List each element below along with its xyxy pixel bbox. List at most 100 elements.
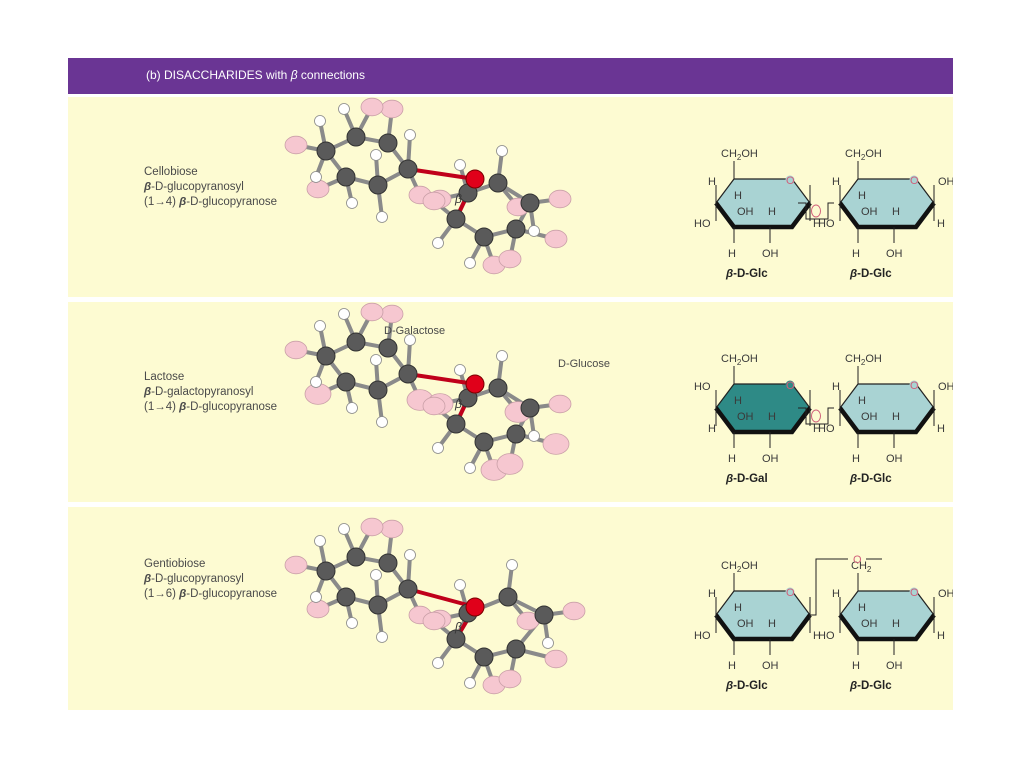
ch2-label: CH2 [851, 560, 872, 574]
hydrogen-atom [432, 442, 444, 454]
c4-down-label: HO [818, 218, 835, 230]
ch2oh-label: CH2OH [721, 148, 758, 162]
inner-oh-label: OH [737, 411, 754, 423]
atom-group [284, 302, 572, 481]
oxygen-atom [496, 453, 524, 475]
hydrogen-atom [346, 197, 358, 209]
inner-h-label: H [892, 206, 900, 218]
hydrogen-atom [314, 535, 326, 547]
inner-oh-label: OH [861, 206, 878, 218]
hydrogen-atom [432, 657, 444, 669]
carbon-atom [368, 380, 388, 400]
ring-caption-text: -D-Glc [857, 680, 892, 692]
ring-oxygen-gap [785, 587, 795, 597]
label-d-galactose: D-Galactose [384, 325, 446, 337]
ball-and-stick-model: β [284, 97, 572, 275]
carbon-atom [378, 553, 398, 573]
inner-h-label: H [734, 190, 742, 202]
ring-caption-text: -D-Glc [733, 268, 768, 280]
haworth-front-edge [714, 613, 812, 642]
hydrogen-atom [310, 171, 322, 183]
oxygen-atom [380, 519, 404, 539]
ch2oh-oh: OH [865, 148, 882, 160]
carbon-atom [488, 378, 508, 398]
haworth-front-edge [714, 406, 812, 435]
oxygen-atom [306, 179, 330, 199]
c1-down-label: H [813, 630, 821, 642]
glycosidic-oxygen [811, 409, 821, 423]
ch2oh-label: CH2OH [721, 353, 758, 367]
c3-down-label: H [728, 453, 736, 465]
carbon-atom [346, 332, 366, 352]
hydrogen-atom [528, 225, 540, 237]
ring-caption: β-D-Glc [725, 680, 768, 692]
panel-cellobiose: Cellobiose β-D-glucopyranosyl (1→4) β-D-… [68, 97, 953, 297]
glycosidic-linkage [798, 407, 834, 425]
c1-down-label: H [937, 630, 945, 642]
beta-symbol: β [454, 397, 462, 411]
header-bar: (b) DISACCHARIDES with β connections [68, 58, 953, 94]
c4-down-label: HO [818, 423, 835, 435]
ch2oh-ch: CH [721, 560, 737, 572]
c2-down-label: OH [762, 453, 779, 465]
ch2oh-oh: OH [741, 148, 758, 160]
oxygen-atom [380, 304, 404, 324]
inner-h-label: H [892, 618, 900, 630]
ring-oxygen-label: O [786, 175, 795, 187]
glycosidic-linkage-1-6 [810, 558, 848, 616]
carbon-atom [474, 432, 494, 452]
ring-oxygen-gap [785, 380, 795, 390]
oxygen-atom [306, 599, 330, 619]
carbon-atom [368, 175, 388, 195]
hydrogen-atom [464, 677, 476, 689]
oxygen-atom [548, 189, 572, 209]
beta-symbol: β [454, 192, 462, 206]
hydrogen-atom [454, 579, 466, 591]
hydrogen-atom [528, 430, 540, 442]
hydrogen-atom [496, 350, 508, 362]
hydrogen-atom [310, 591, 322, 603]
bond-group [294, 105, 562, 267]
header-title-beta: β [290, 68, 298, 82]
inner-h-label: H [734, 602, 742, 614]
carbon-atom [346, 127, 366, 147]
oxygen-atom [498, 249, 522, 269]
inner-oh-label: OH [737, 618, 754, 630]
glycosidic-bond [406, 167, 477, 181]
hydrogen-atom [432, 237, 444, 249]
ring-caption-text: -D-Gal [733, 473, 768, 485]
hydrogen-atom [314, 115, 326, 127]
c3-down-label: H [852, 660, 860, 672]
c2-down-label: OH [762, 248, 779, 260]
ch2oh-sub: 2 [861, 358, 866, 367]
oxygen-atom [360, 517, 384, 537]
ring-caption-text: -D-Glc [857, 473, 892, 485]
carbon-atom [446, 414, 466, 434]
carbon-atom [506, 639, 526, 659]
hydrogen-atom [338, 308, 350, 320]
ring-oxygen-label: O [910, 175, 919, 187]
hydrogen-atom [496, 145, 508, 157]
hydrogen-atom [454, 159, 466, 171]
carbon-atom [520, 398, 540, 418]
systematic-name-line1: β-D-galactopyranosyl [144, 386, 254, 398]
ch2oh-sub: 2 [737, 358, 742, 367]
c4-down-label: HO [818, 630, 835, 642]
glycosidic-bond [406, 372, 477, 386]
c4-up-label: H [832, 588, 840, 600]
ring-caption: β-D-Gal [725, 473, 768, 485]
ch2oh-label: CH2OH [845, 353, 882, 367]
ch2-ch: CH [851, 560, 867, 572]
carbon-atom [534, 605, 554, 625]
ch2oh-ch: CH [845, 353, 861, 365]
oxygen-atom [548, 394, 572, 414]
glycosidic-oxygen-atom [465, 597, 485, 617]
glycosidic-oxygen [811, 204, 821, 218]
inner-h-label: H [892, 411, 900, 423]
hydrogen-atom [370, 354, 382, 366]
